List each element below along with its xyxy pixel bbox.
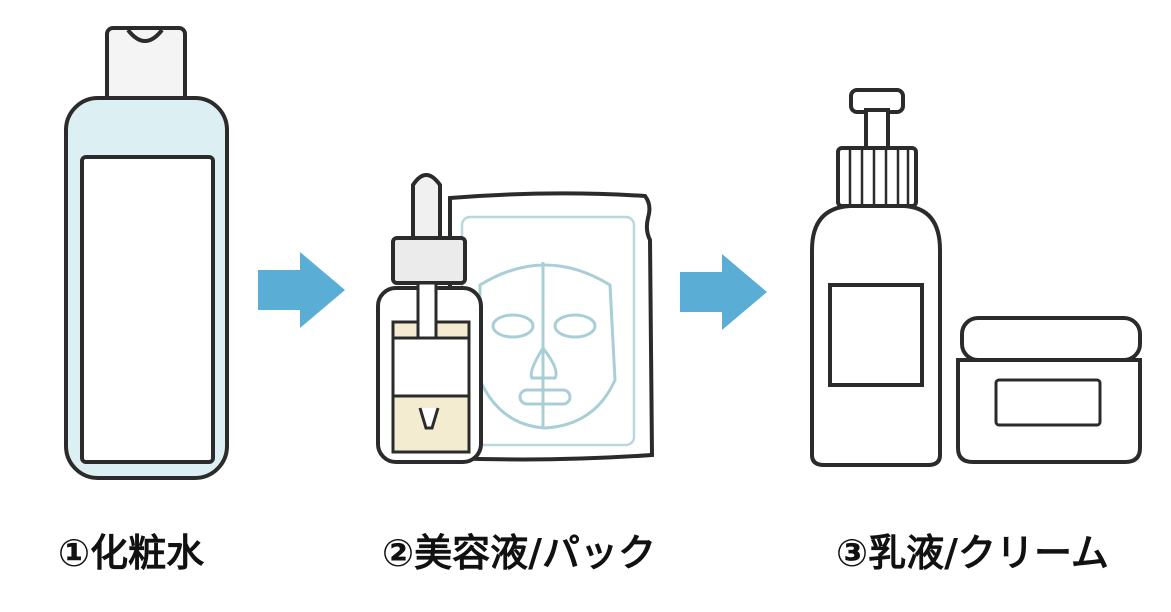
step-3-label: ③乳液/クリーム bbox=[836, 531, 1109, 575]
step-2-label: ②美容液/パック bbox=[382, 531, 657, 575]
cream-jar bbox=[956, 316, 1142, 464]
arrow-icon bbox=[680, 254, 767, 330]
step-1-label: ①化粧水 bbox=[58, 531, 205, 575]
lotion-pump-bottle bbox=[810, 88, 942, 467]
sheet-mask-pack bbox=[448, 191, 655, 462]
serum-dropper-bottle bbox=[376, 173, 483, 464]
toner-bottle bbox=[64, 26, 229, 480]
arrow-icon bbox=[258, 252, 345, 328]
